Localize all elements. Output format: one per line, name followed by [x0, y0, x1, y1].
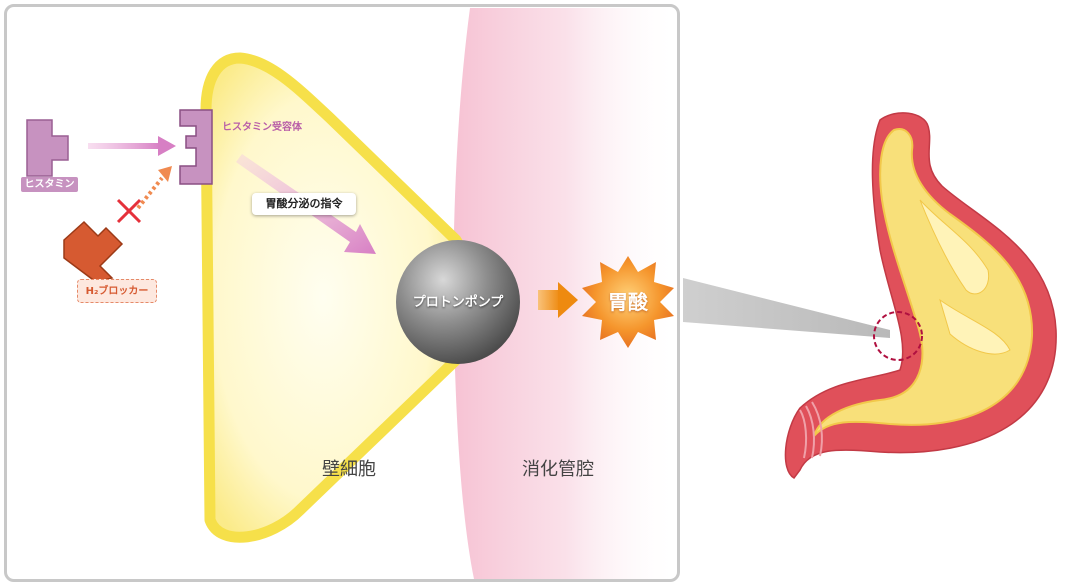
- stomach-inner-lining: [813, 128, 1034, 437]
- stomach-illustration: [784, 112, 1057, 479]
- stomach-pylorus-ridges: [799, 401, 823, 459]
- stomach-fold: [919, 199, 990, 295]
- histamine-label: ヒスタミン: [21, 177, 78, 192]
- proton-pump-label: プロトンポンプ: [412, 295, 504, 310]
- histamine-shape-icon: [26, 119, 69, 177]
- acid-burst-icon: [582, 256, 674, 348]
- blocker-approach-arrow: [136, 166, 172, 210]
- zoom-connector: [683, 278, 890, 338]
- zoom-region-marker: [873, 311, 923, 361]
- histamine-binding-arrow: [88, 136, 176, 156]
- h2-blocker-label: H₂ブロッカー: [77, 279, 157, 303]
- stomach-fold-lower: [939, 298, 1011, 355]
- proton-pump-sphere-icon: [396, 240, 520, 364]
- cross-mark-icon: [116, 198, 142, 224]
- acid-secretion-signal-label: 胃酸分泌の指令: [252, 193, 356, 215]
- gastric-lumen-label: 消化管腔: [522, 459, 594, 480]
- gastric-acid-label: 胃酸: [608, 290, 648, 314]
- parietal-cell-label: 壁細胞: [322, 459, 376, 480]
- acid-secretion-arrow: [538, 282, 578, 318]
- histamine-receptor-label: ヒスタミン受容体: [222, 122, 302, 133]
- receptor-shape-icon: [179, 109, 213, 185]
- blocker-shape-icon: [63, 220, 124, 283]
